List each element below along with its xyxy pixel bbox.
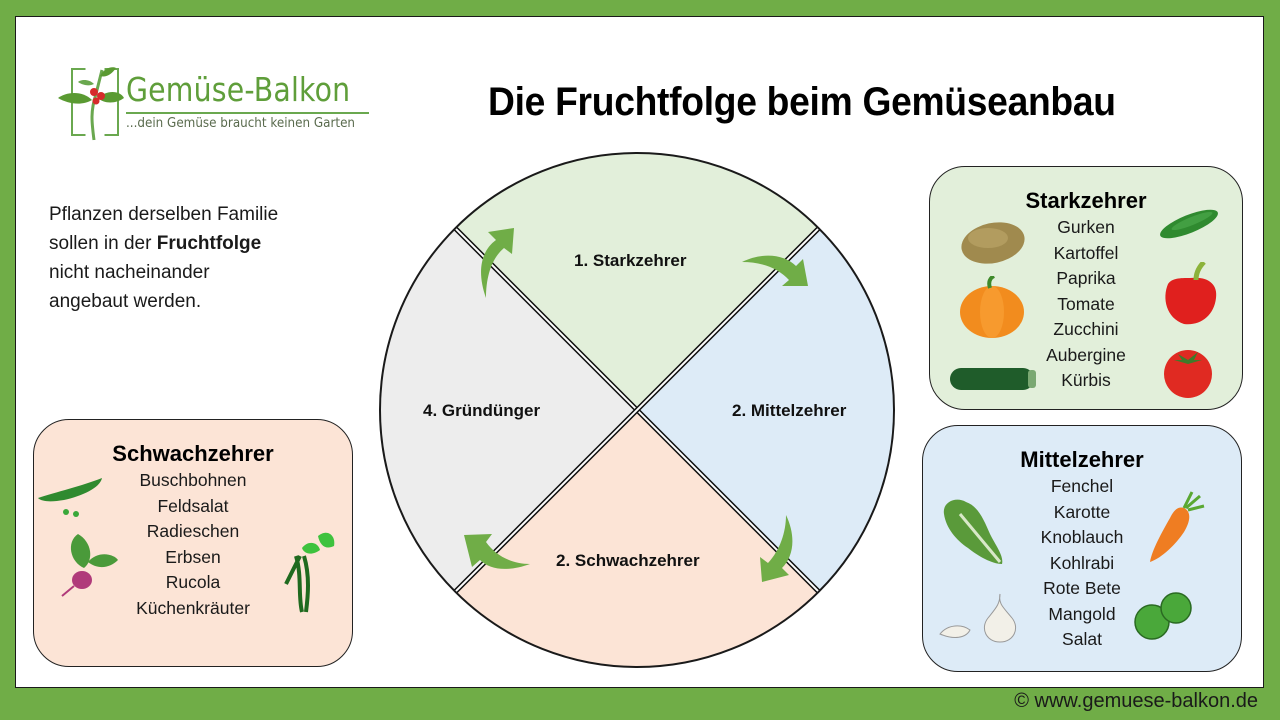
list-item: Fenchel [1050, 476, 1114, 496]
brussels-sprout-icon [1134, 592, 1192, 640]
carrot-icon [1150, 491, 1205, 562]
arrow-schwachzehrer-to-gruenduenger [464, 534, 530, 569]
segment-dividers [380, 153, 894, 667]
starkzehrer-list: Gurken Kartoffel Paprika Tomate Zucchini… [930, 215, 1242, 394]
list-item: Karotte [1053, 501, 1111, 522]
radish-icon [61, 534, 118, 597]
list-item: Knoblauch [1040, 527, 1124, 547]
pumpkin-icon [960, 276, 1024, 338]
arrow-mittelzehrer-to-schwachzehrer [760, 515, 793, 582]
list-item: Paprika [1056, 268, 1116, 288]
mittelzehrer-list: Fenchel Karotte Knoblauch Kohlrabi Rote … [923, 474, 1241, 653]
intro-text: Pflanzen derselben Familie sollen in der… [49, 200, 339, 316]
list-item: Salat [1062, 629, 1102, 649]
list-item: Kartoffel [1053, 242, 1119, 263]
logo: Gemüse-Balkon ...dein Gemüse braucht kei… [56, 64, 376, 142]
lettuce-icon [943, 499, 1003, 564]
mittelzehrer-title: Mittelzehrer [1020, 447, 1144, 472]
zucchini-icon [950, 368, 1036, 390]
logo-subtitle: ...dein Gemüse braucht keinen Garten [126, 116, 356, 131]
copyright-footer: © www.gemuese-balkon.de [1014, 690, 1258, 712]
potato-icon [961, 222, 1025, 264]
schwachzehrer-list: Buschbohnen Feldsalat Radieschen Erbsen … [34, 468, 352, 621]
tomato-icon [1164, 350, 1212, 398]
pea-pod-icon [38, 478, 102, 517]
segment-schwachzehrer [380, 410, 894, 667]
green-beans-icon [284, 532, 335, 613]
logo-title: Gemüse-Balkon [126, 70, 351, 109]
logo-divider [126, 112, 369, 114]
list-item: Rucola [165, 572, 221, 592]
list-item: Radieschen [146, 521, 240, 541]
list-item: Kohlrabi [1049, 552, 1115, 573]
list-item: Zucchini [1053, 319, 1119, 339]
list-item: Küchenkräuter [136, 597, 250, 618]
list-item: Feldsalat [157, 495, 229, 516]
segment-starkzehrer [380, 153, 894, 410]
list-item: Mangold [1048, 603, 1116, 624]
list-item: Tomate [1057, 293, 1115, 314]
list-item: Buschbohnen [139, 470, 247, 490]
bell-pepper-icon [1165, 262, 1217, 325]
label-mittelzehrer: 2. Mittelzehrer [732, 401, 847, 420]
list-item: Gurken [1057, 217, 1115, 237]
label-starkzehrer: 1. Starkzehrer [574, 251, 687, 270]
starkzehrer-title: Starkzehrer [1025, 188, 1147, 213]
garlic-icon [939, 593, 1016, 643]
segment-gruenduenger [380, 153, 637, 667]
plant-icon [58, 67, 124, 141]
intro-line-3: nicht nacheinander [49, 262, 210, 283]
schwachzehrer-title: Schwachzehrer [112, 441, 274, 466]
list-item: Kürbis [1061, 370, 1111, 390]
intro-line-2-prefix: sollen in der [49, 233, 157, 254]
label-gruenduenger: 4. Gründünger [423, 401, 541, 420]
segment-mittelzehrer [637, 153, 894, 667]
arrow-starkzehrer-to-mittelzehrer [742, 255, 808, 286]
arrow-gruenduenger-to-starkzehrer [481, 228, 514, 298]
page-title: Die Fruchtfolge beim Gemüseanbau [488, 80, 1116, 124]
list-item: Erbsen [165, 546, 221, 567]
intro-line-4: angebaut werden. [49, 291, 202, 312]
label-schwachzehrer: 2. Schwachzehrer [556, 551, 700, 570]
list-item: Rote Bete [1043, 578, 1121, 598]
cucumber-icon [1160, 209, 1218, 239]
intro-keyword: Fruchtfolge [156, 233, 262, 254]
list-item: Aubergine [1046, 344, 1126, 365]
intro-line-1: Pflanzen derselben Familie [49, 204, 279, 225]
